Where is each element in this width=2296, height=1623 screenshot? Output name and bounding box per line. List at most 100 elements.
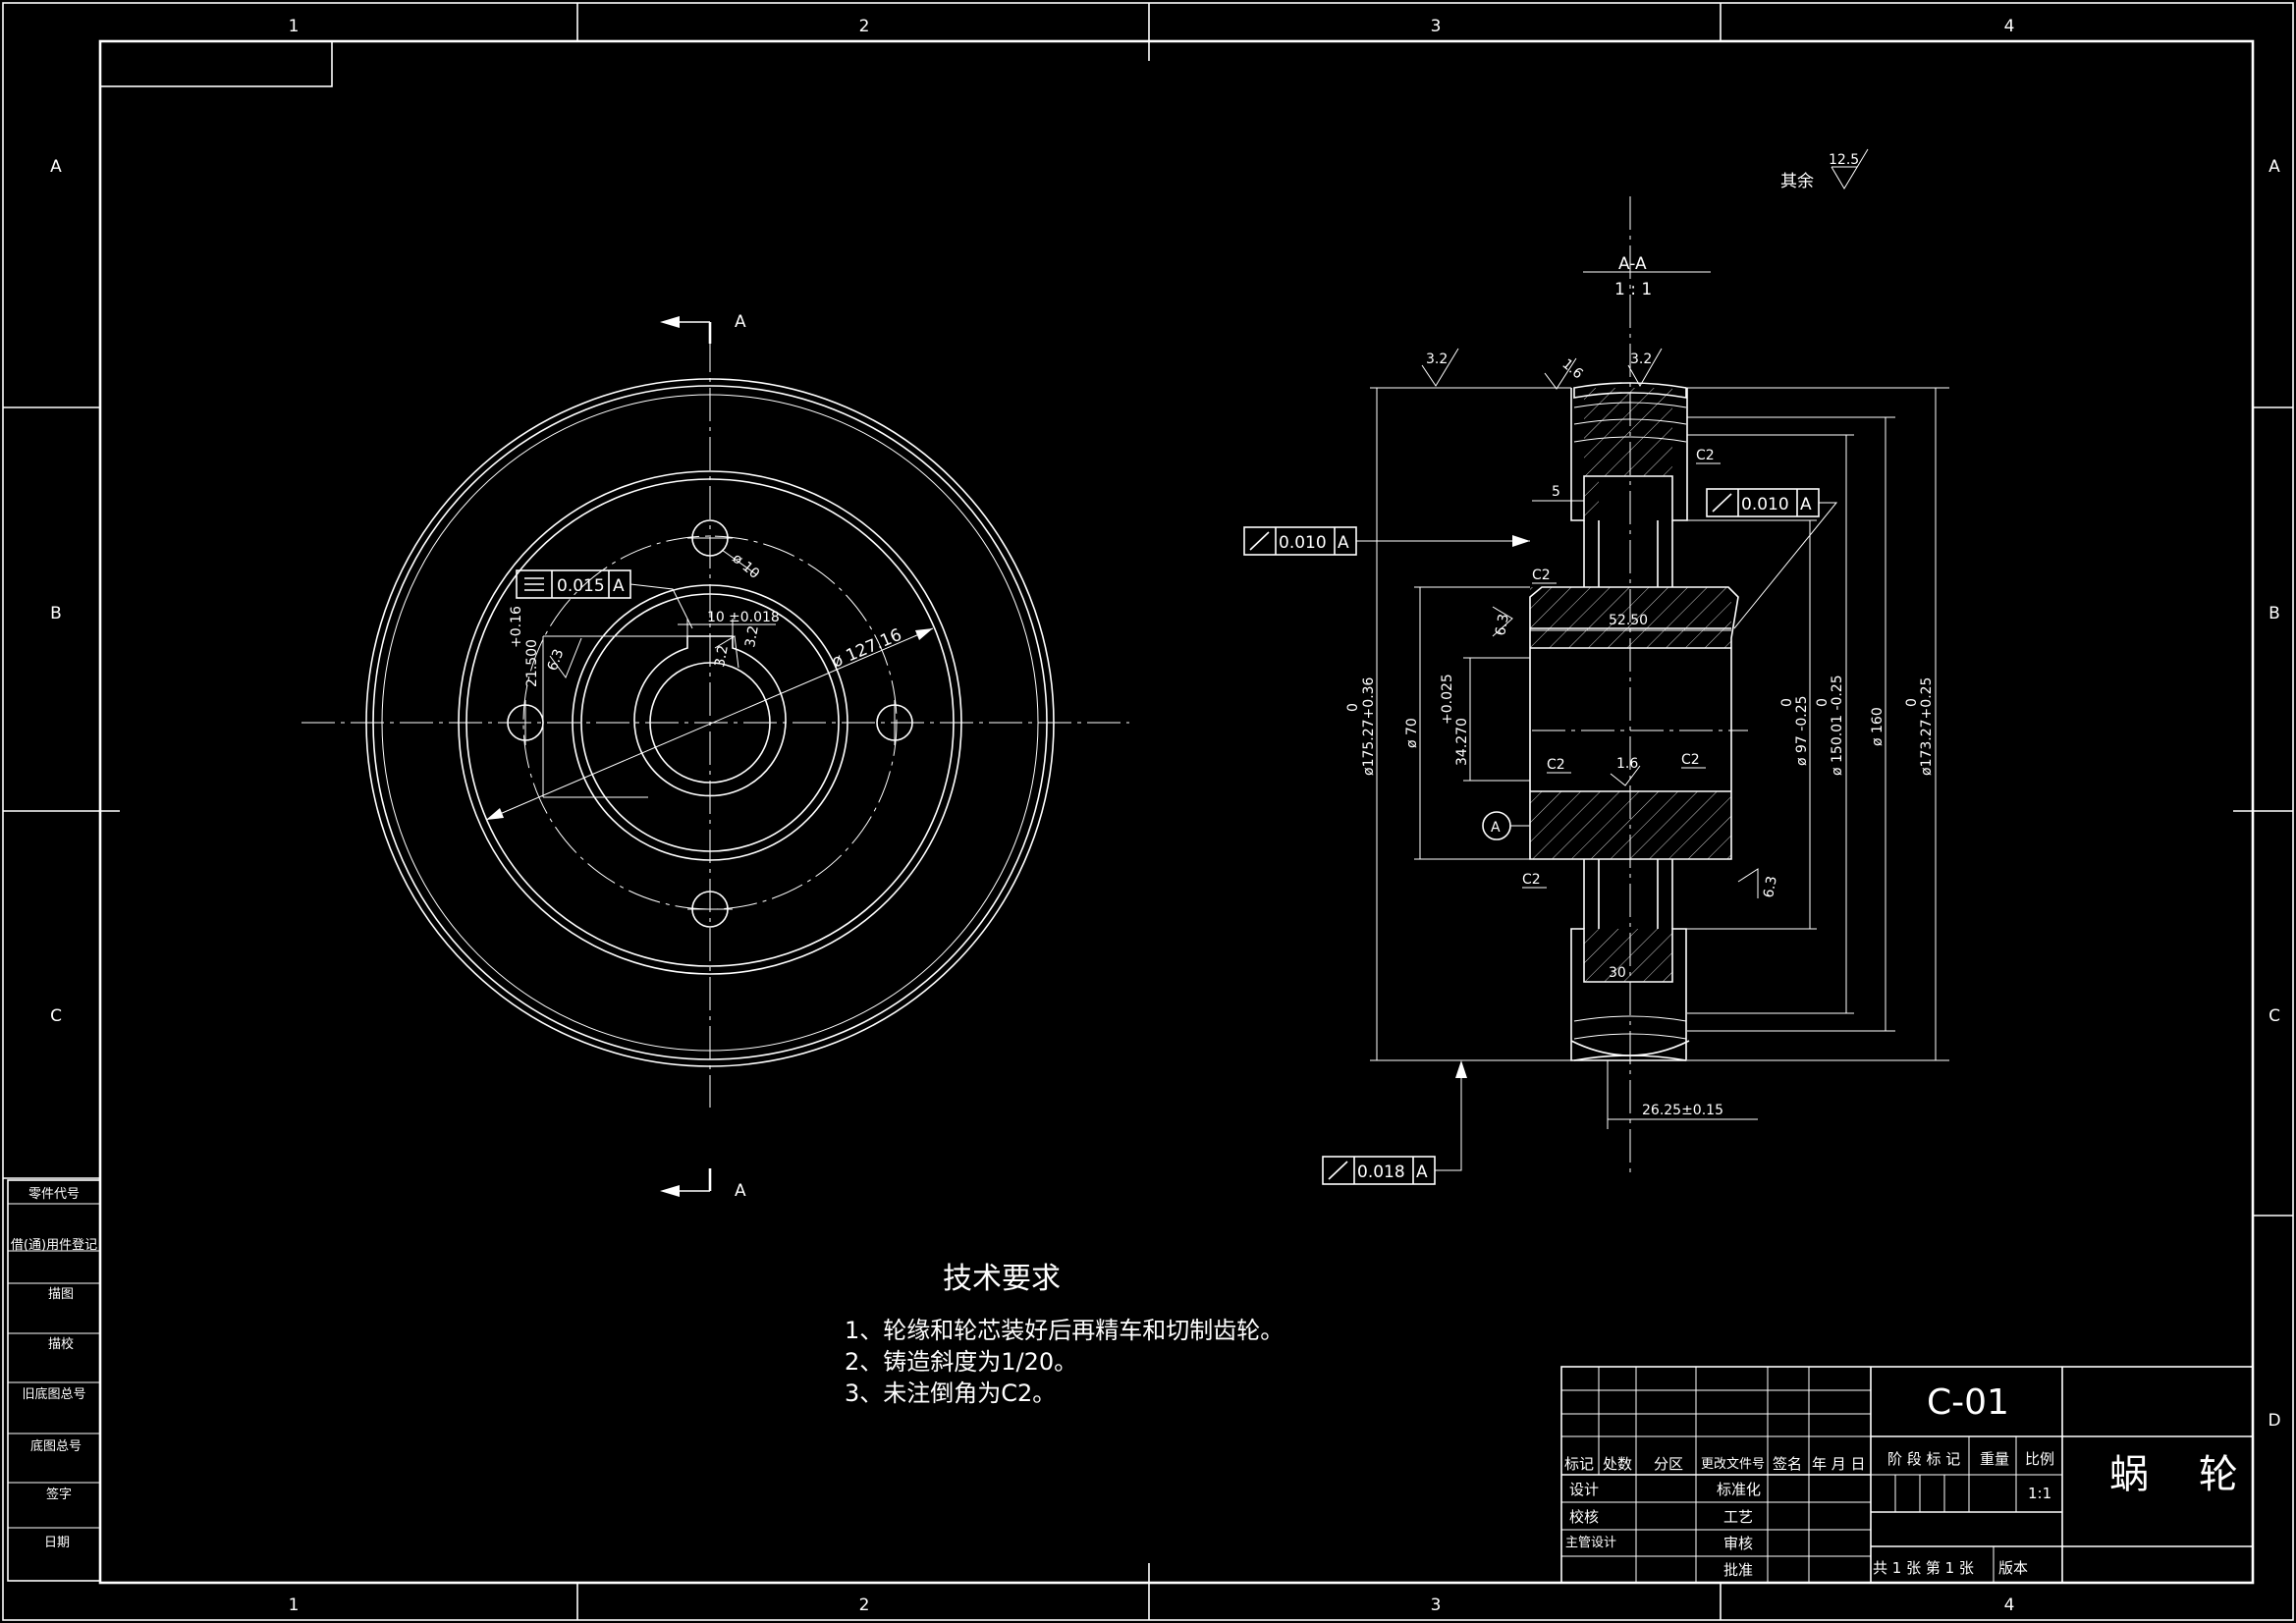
tb-role-review: 审核: [1723, 1535, 1753, 1552]
chamfer-label: C2: [1696, 448, 1715, 463]
zone-col-bottom-2: 2: [859, 1596, 870, 1615]
roughness-other-value: 12.5: [1829, 152, 1859, 168]
tb-role-design: 设计: [1569, 1481, 1599, 1498]
roughness-1-6: 1.6: [1616, 756, 1638, 772]
side-table-label: 旧底图总号: [22, 1386, 85, 1402]
hole-dia-dim: ø 10: [729, 551, 762, 582]
roughness-6-3: 6.3: [1761, 875, 1780, 899]
zone-col-bottom-1: 1: [289, 1596, 300, 1615]
d-hub-dim: ø 70: [1404, 718, 1420, 748]
side-table-label: 日期: [44, 1536, 70, 1550]
d-150-dim: ø 150.01 -0.25: [1830, 675, 1845, 776]
chamfer-label: C2: [1522, 872, 1541, 888]
tb-hdr-date: 年 月 日: [1812, 1455, 1866, 1473]
symmetry-datum: A: [613, 576, 625, 596]
d-bore-dim: 34.27: [1454, 727, 1470, 766]
section-scale: 1 : 1: [1614, 280, 1652, 299]
tb-hdr-mark: 标记: [1564, 1455, 1594, 1473]
tb-hdr-sign: 签名: [1773, 1455, 1802, 1473]
roughness-3-2: 3.2: [712, 644, 732, 669]
part-name: 蜗 轮: [2109, 1452, 2238, 1497]
chamfer-label: C2: [1547, 757, 1565, 773]
d-173-low: 0: [1904, 698, 1920, 707]
offset-dim: 26.25±0.15: [1642, 1103, 1723, 1118]
d-bore-tol-up: +0.025: [1440, 674, 1455, 725]
tb-sheets: 共 1 张 第 1 张: [1873, 1559, 1974, 1577]
requirement-item: 1、轮缘和轮芯装好后再精车和切制齿轮。: [845, 1317, 1284, 1344]
d-97-up: 0: [1779, 698, 1795, 707]
tb-role-std: 标准化: [1717, 1481, 1761, 1498]
requirements-title: 技术要求: [943, 1262, 1061, 1296]
runout-datum-2: A: [1800, 495, 1812, 514]
roughness-other-label: 其余: [1780, 172, 1814, 191]
tb-role-chief: 主管设计: [1565, 1536, 1616, 1550]
tb-scale-label: 比例: [2025, 1450, 2054, 1468]
tb-hdr-zone: 分区: [1654, 1455, 1683, 1473]
tb-hdr-count: 处数: [1603, 1455, 1632, 1473]
cut-letter-bottom: A: [735, 1181, 746, 1201]
zone-row-right-b: B: [2269, 604, 2280, 623]
key-depth-tol-low: 0: [524, 639, 540, 648]
rim-width-dim: 30: [1609, 965, 1626, 981]
d-160-dim: ø 160: [1870, 707, 1886, 746]
key-width-tol: ±0.018: [729, 610, 780, 625]
side-table-label: 底图总号: [30, 1438, 82, 1454]
d-173-dim: ø173.27+0.25: [1919, 677, 1935, 776]
key-depth-tol-up: +0.16: [509, 606, 524, 648]
zone-col-top-2: 2: [859, 17, 870, 36]
drawing-number: C-01: [1927, 1382, 2009, 1423]
default-roughness: 其余 12.5: [1780, 148, 1869, 191]
side-table-label: 借(通)用件登记: [11, 1238, 97, 1253]
runout-tol-1: 0.010: [1279, 533, 1327, 553]
runout-datum-1: A: [1338, 533, 1349, 553]
runout-tol-3: 0.018: [1357, 1163, 1405, 1182]
side-table-label: 描校: [48, 1336, 74, 1352]
tb-role-process: 工艺: [1723, 1508, 1753, 1526]
roughness-6-3: 6.3: [1493, 613, 1512, 637]
requirement-item: 2、铸造斜度为1/20。: [845, 1348, 1077, 1376]
dim-5: 5: [1552, 484, 1560, 500]
zone-col-top-3: 3: [1431, 17, 1442, 36]
tb-role-approve: 批准: [1723, 1561, 1753, 1579]
datum-symbol: A: [1491, 820, 1501, 836]
section-view: A-A 1 : 1 ø175.27: [1243, 196, 1949, 1185]
zone-row-right-d: D: [2268, 1411, 2280, 1431]
d-outer-dim: ø175.27+0.36: [1361, 676, 1377, 776]
d-outer-low: 0: [1345, 703, 1361, 712]
symmetry-tol-value: 0.015: [557, 576, 605, 596]
zone-row-left-a: A: [50, 157, 62, 177]
roughness-6-3: 6.3: [545, 647, 568, 673]
chamfer-label: C2: [1681, 752, 1700, 768]
tb-role-check: 校核: [1569, 1508, 1599, 1526]
zone-col-top-4: 4: [2004, 17, 2015, 36]
tb-scale-value: 1:1: [2028, 1485, 2051, 1502]
tb-weight-label: 重量: [1980, 1450, 2009, 1468]
title-block: 标记 处数 分区 更改文件号 签名 年 月 日 设计 校核 主管设计 标准化 工…: [1560, 1366, 2254, 1584]
pcd-dim: ø 127.16: [829, 625, 904, 673]
tb-stage-label: 阶 段 标 记: [1887, 1450, 1960, 1468]
roughness-3-2: 3.2: [1630, 352, 1652, 367]
zone-col-bottom-4: 4: [2004, 1596, 2015, 1615]
roughness-3-2: 3.2: [742, 624, 762, 649]
technical-requirements: 技术要求 1、轮缘和轮芯装好后再精车和切制齿轮。 2、铸造斜度为1/20。 3、…: [845, 1262, 1284, 1407]
tb-hdr-doc: 更改文件号: [1701, 1457, 1765, 1472]
front-view: ø 127.16 ø 10 0.015 A 10 ±0.018 21.50 +0…: [301, 312, 1129, 1201]
runout-datum-3: A: [1416, 1163, 1428, 1182]
tb-version: 版本: [1998, 1559, 2028, 1577]
d-97-dim: ø 97 -0.25: [1794, 695, 1810, 766]
zone-labels: 1 2 3 4 1 2 3 4 A B C A B C D: [50, 17, 2280, 1615]
runout-tol-2: 0.010: [1741, 495, 1789, 514]
section-title: A-A: [1618, 254, 1647, 274]
cut-letter-top: A: [735, 312, 746, 332]
chamfer-label: C2: [1532, 568, 1551, 583]
d-bore-tol-low: 0: [1454, 718, 1470, 727]
requirement-item: 3、未注倒角为C2。: [845, 1380, 1056, 1407]
zone-row-right-c: C: [2269, 1006, 2280, 1026]
roughness-3-2: 3.2: [1426, 352, 1448, 367]
zone-row-left-b: B: [50, 604, 62, 623]
zone-col-bottom-3: 3: [1431, 1596, 1442, 1615]
key-depth-dim: 21.50: [524, 648, 540, 687]
side-table-label: 签字: [46, 1487, 72, 1502]
